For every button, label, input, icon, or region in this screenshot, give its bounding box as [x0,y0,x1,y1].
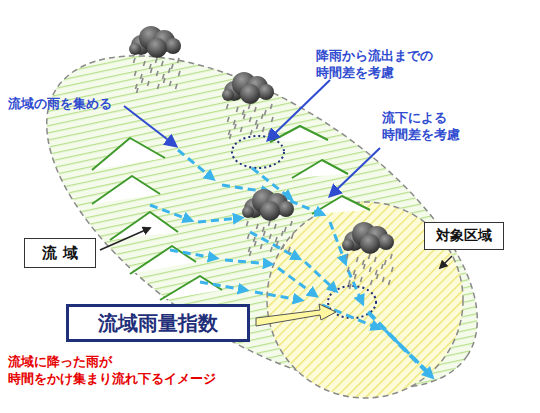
rain [134,58,394,289]
basin-label: 流 域 [24,238,96,268]
index-pointer [256,304,336,326]
rain-cloud [342,222,394,254]
flow-arrows [150,150,378,328]
box-text: 対象区域 [436,227,492,245]
flow-arrow [385,330,428,372]
annotation-note: 流下による 時間差を考慮 [382,110,472,144]
annotation-note: 降雨から流出までの 時間差を考慮 [316,48,448,82]
box-text: 流域雨量指数 [98,310,218,337]
box-text: 流 域 [42,244,77,263]
dotted-ring [232,136,284,168]
index-title-box: 流域雨量指数 [66,304,250,342]
caption-note: 流域に降った雨が 時間をかけ集まり流れ下るイメージ [8,354,236,388]
rain-cloud [129,26,181,58]
annotation-note: 流域の雨を集める [8,96,128,113]
mountains [92,126,370,300]
rain-cloud [242,189,294,221]
leader-lines [100,80,452,268]
main-flow-arrow [368,312,430,375]
rain-cloud [222,72,274,104]
target-area-label: 対象区域 [424,222,504,250]
